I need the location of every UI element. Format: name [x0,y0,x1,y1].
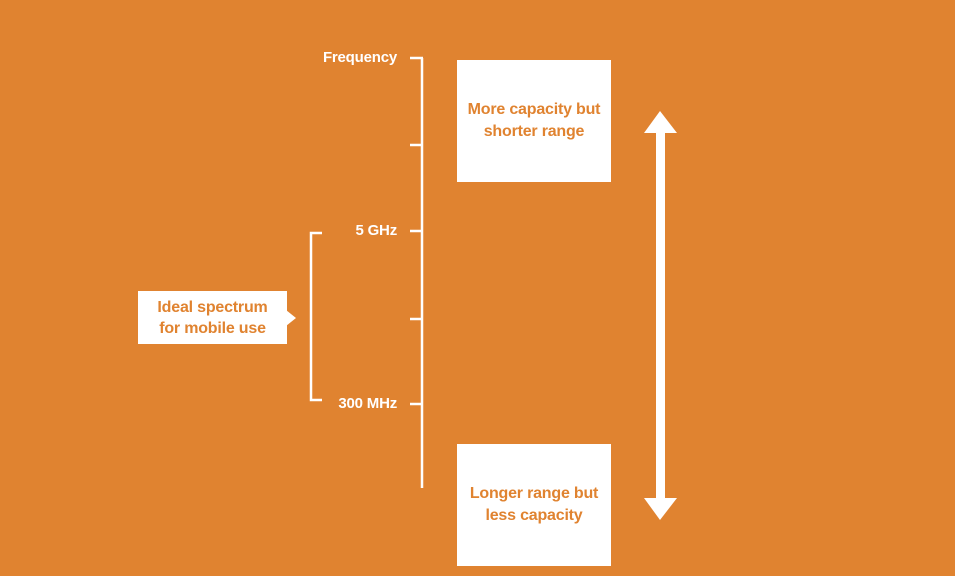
low-frequency-line-2: less capacity [485,507,583,524]
double-arrow-shaft [656,128,665,504]
callout-line-2: for mobile use [159,319,266,337]
high-frequency-line-1: More capacity but [467,101,601,118]
low-frequency-line-1: Longer range but [469,485,599,502]
axis-label-5ghz: 5 GHz [355,222,397,239]
axis-title-frequency: Frequency [322,49,397,66]
axis-label-300mhz: 300 MHz [338,395,397,412]
ideal-range-bracket [309,231,322,402]
low-frequency-box: Longer range but less capacity [457,444,611,566]
high-frequency-box: More capacity but shorter range [457,60,611,182]
ideal-spectrum-callout: Ideal spectrum for mobile use [138,291,287,344]
high-frequency-line-2: shorter range [483,123,585,140]
callout-line-1: Ideal spectrum [157,298,268,316]
arrow-up-head [644,111,677,133]
callout-pointer [286,310,296,326]
arrow-down-head [644,498,677,520]
